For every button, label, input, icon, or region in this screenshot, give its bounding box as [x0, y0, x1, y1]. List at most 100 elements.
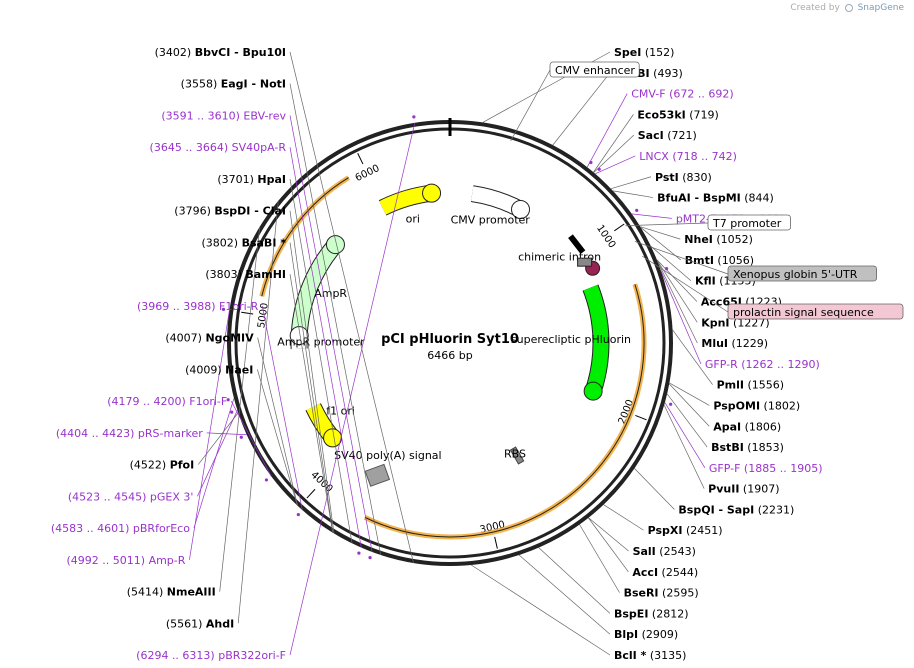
site-label: AccI (2544) — [632, 566, 698, 579]
site-position: (493) — [650, 67, 683, 80]
site-position: (1056) — [714, 254, 754, 267]
feature-arrowhead — [422, 183, 442, 203]
primer-name: Amp-R — [149, 554, 186, 567]
site-label: (4007) NgoMIV — [165, 332, 254, 345]
site-position: (1853) — [744, 441, 784, 454]
primer-leader — [289, 147, 362, 548]
feature-rbs — [509, 446, 525, 465]
site-name: BsaBI * — [242, 236, 287, 249]
primer-name: pBRforEco — [133, 522, 190, 535]
primer-range: (3969 .. 3988) — [137, 300, 219, 313]
site-name: MluI — [701, 337, 728, 350]
site-leader — [656, 259, 698, 302]
feature-arrowhead — [511, 199, 531, 219]
site-position: (1907) — [739, 483, 779, 496]
site-name: NmeAIII — [167, 586, 216, 599]
feature-label: AmpR promoter — [277, 335, 365, 348]
site-leader — [640, 227, 681, 261]
callout-leader — [625, 222, 709, 227]
feature-arrowhead — [323, 428, 343, 448]
site-name: PfoI — [170, 459, 195, 472]
site-name: NaeI — [225, 363, 253, 376]
callout-box — [707, 214, 791, 231]
site-label: (4522) PfoI — [130, 459, 195, 472]
site-position: (5561) — [166, 617, 206, 630]
site-label: SacI (721) — [638, 129, 697, 142]
tick-label: 1000 — [594, 223, 617, 250]
primer-name: LNCX — [639, 150, 672, 163]
site-position: (830) — [679, 171, 712, 184]
site-leader — [289, 274, 334, 533]
site-position: (1052) — [713, 233, 753, 246]
site-name: PspXI — [648, 524, 683, 537]
primer-name: F1ori-R — [219, 300, 259, 313]
primer-mark — [357, 551, 361, 555]
primer-range: (3591 .. 3610) — [161, 109, 243, 122]
primer-label: (3969 .. 3988) F1ori-R — [137, 300, 259, 313]
site-leader — [538, 547, 611, 614]
callout-box — [549, 61, 640, 78]
site-leader — [257, 337, 298, 506]
callout-leader — [634, 241, 729, 275]
site-label: PspOMI (1802) — [713, 399, 800, 412]
feature-label: ori — [406, 212, 420, 225]
primer-leader — [289, 122, 416, 656]
site-leader — [593, 114, 634, 173]
site-label: (3802) BsaBI * — [202, 236, 287, 249]
primer-leader — [631, 213, 672, 219]
site-position: (1227) — [730, 316, 770, 329]
site-position: (2812) — [648, 607, 688, 620]
feature-chimeric-intron — [568, 234, 586, 255]
site-leader — [289, 83, 382, 556]
primer-mark — [669, 402, 673, 406]
primer-mark — [226, 398, 230, 402]
orf-arc-line — [364, 462, 604, 538]
primer-leader — [289, 115, 373, 553]
site-label: BstBI (1853) — [711, 441, 784, 454]
feature-label: superecliptic pHluorin — [511, 333, 631, 346]
site-label: (3402) BbvCI - Bpu10I — [155, 46, 286, 59]
primer-label: (4992 .. 5011) Amp-R — [67, 554, 186, 567]
credit-brand: SnapGene — [857, 3, 904, 13]
tick-mark — [635, 414, 647, 421]
primer-range: (3645 .. 3664) — [150, 141, 232, 154]
site-label: (3803) BamHI — [205, 268, 286, 281]
feature-label: RBS — [504, 447, 526, 460]
site-leader — [672, 329, 713, 385]
tick-mark — [357, 153, 364, 165]
site-name: SpeI — [614, 46, 641, 59]
primer-leader — [206, 432, 247, 436]
primer-name: CMV-F — [631, 88, 669, 101]
primer-name: EBV-rev — [243, 109, 286, 122]
primer-label: LNCX (718 .. 742) — [639, 150, 737, 163]
site-label: (4009) NaeI — [185, 363, 253, 376]
primer-range: (4523 .. 4545) — [68, 490, 150, 503]
site-leader — [256, 369, 298, 506]
site-name: SalI — [633, 545, 656, 558]
credit: Created by SnapGene — [790, 3, 904, 13]
site-name: BspEI — [614, 607, 648, 620]
primer-name: F1ori-F — [189, 395, 227, 408]
snapgene-logo-icon — [844, 3, 853, 12]
callout-box — [727, 265, 878, 282]
site-leader — [588, 517, 629, 552]
plasmid-length: 6466 bp — [427, 349, 472, 362]
callout-label: prolactin signal sequence — [733, 306, 874, 319]
site-name: BlpI — [614, 628, 638, 641]
site-label: ApaI (1806) — [713, 420, 781, 433]
site-name: EagI - NotI — [221, 78, 286, 91]
site-position: (1229) — [728, 337, 768, 350]
site-position: (2544) — [658, 566, 698, 579]
site-name: BspDI - ClaI — [214, 205, 286, 218]
tick-label: 6000 — [354, 163, 382, 184]
primer-mark — [230, 410, 234, 414]
site-leader — [656, 260, 698, 323]
site-leader — [613, 190, 654, 198]
site-leader — [579, 524, 620, 593]
site-position: (2451) — [682, 524, 722, 537]
site-leader — [640, 226, 681, 240]
site-label: SalI (2543) — [633, 545, 696, 558]
site-name: NgoMIV — [205, 332, 254, 345]
primer-mark — [296, 512, 300, 517]
